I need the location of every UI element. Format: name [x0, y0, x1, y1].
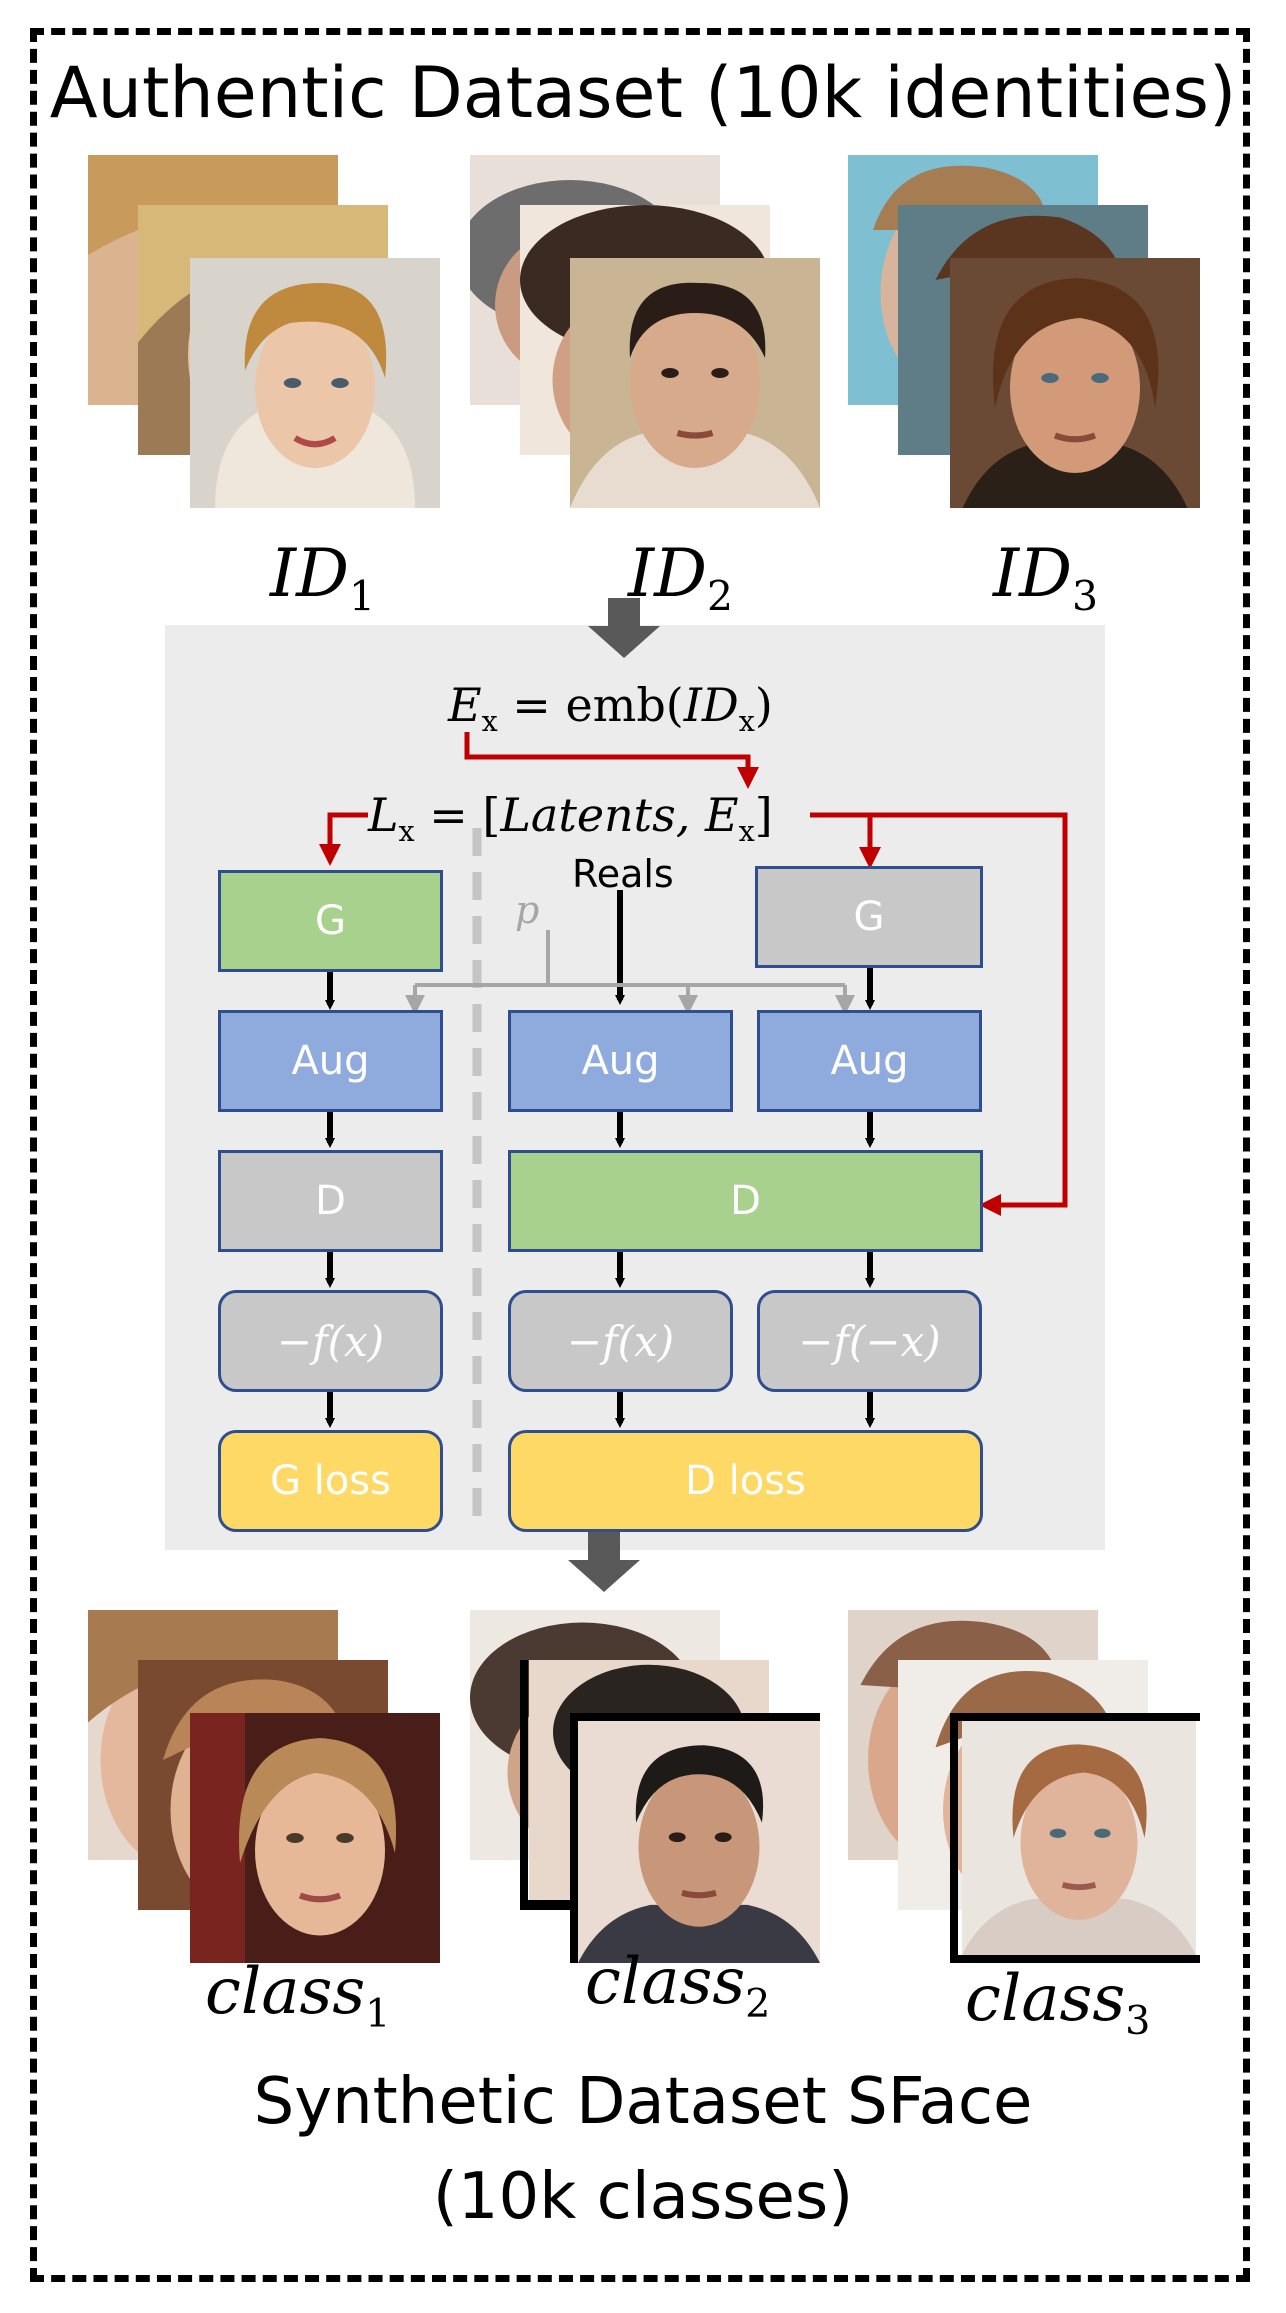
discriminator-box-left: D [218, 1150, 443, 1252]
p-label: p [515, 888, 540, 932]
reals-label: Reals [572, 852, 674, 896]
id-label-3: ID3 [993, 535, 1099, 621]
id-label-2: ID2 [628, 535, 734, 621]
g-loss-box: G loss [218, 1430, 443, 1532]
face-photo [950, 1713, 1200, 1963]
augment-box-reals: Aug [508, 1010, 733, 1112]
face-photo [190, 1713, 440, 1963]
generator-box-right: G [755, 866, 983, 968]
loss-function-box-mid: −f(x) [508, 1290, 733, 1392]
authentic-dataset-title: Authentic Dataset (10k identities) [49, 52, 1237, 134]
class-label-3: class3 [965, 1962, 1151, 2044]
outer-dashed-frame [30, 28, 1250, 2282]
face-photo [570, 1713, 820, 1963]
generator-box-left: G [218, 870, 443, 972]
loss-function-box-left: −f(x) [218, 1290, 443, 1392]
face-photo [950, 258, 1200, 508]
synthetic-dataset-title: Synthetic Dataset SFace [253, 2065, 1033, 2139]
class-label-2: class2 [585, 1945, 771, 2027]
d-loss-box: D loss [508, 1430, 983, 1532]
class-label-1: class1 [205, 1955, 391, 2037]
face-photo [190, 258, 440, 508]
face-photo [570, 258, 820, 508]
embedding-equation: Ex = emb(IDx) [448, 678, 773, 738]
discriminator-box-main: D [508, 1150, 983, 1252]
loss-function-box-right: −f(−x) [757, 1290, 982, 1392]
augment-box-right: Aug [757, 1010, 982, 1112]
latent-equation: Lx = [Latents, Ex] [368, 788, 773, 848]
augment-box-left: Aug [218, 1010, 443, 1112]
synthetic-dataset-subtitle: (10k classes) [432, 2160, 854, 2234]
id-label-1: ID1 [270, 535, 376, 621]
